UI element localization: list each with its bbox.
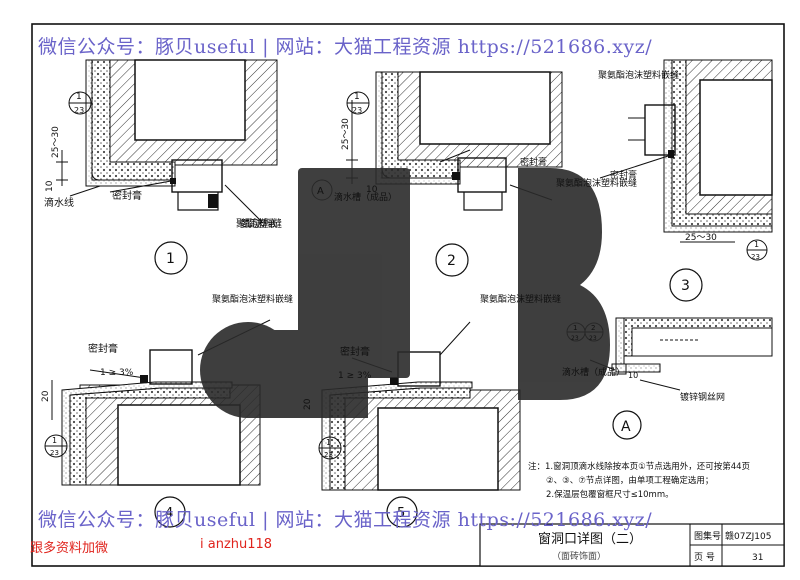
detail-2-groove: 滴水槽（成品） (334, 191, 397, 203)
detail-1-number: 1 (166, 251, 175, 267)
drawing-title: 窗洞口详图（二） (538, 531, 642, 547)
detail-2-foam-label: 聚氨酯泡沫塑料嵌缝 (556, 177, 637, 189)
detail-a-ref-left-bottom: 23 (571, 335, 579, 342)
jb-logo-watermark (200, 168, 610, 418)
detail-4 (44, 319, 271, 528)
detail-a-number: A (621, 419, 631, 435)
sheet-frame (31, 23, 785, 567)
detail-4-foam-label: 聚氨酯泡沫塑料嵌缝 (212, 293, 293, 305)
detail-4-sealant: 密封膏 (88, 342, 118, 355)
note-line-2: ②、③、⑦节点详图，由单项工程确定选用； (546, 475, 713, 486)
detail-a-groove: 滴水槽（成品） (562, 366, 625, 378)
detail-4-ref-top: 1 (52, 436, 57, 445)
atlas-label: 图集号 (694, 530, 721, 542)
watermark-bottom: 微信公众号：豚贝useful | 网站：大猫工程资源 https://52168… (38, 509, 653, 531)
detail-1-drip-line: 滴水线 (44, 196, 74, 209)
detail-1 (56, 59, 278, 275)
detail-1-ref-top: 1 (76, 92, 82, 102)
detail-3-sealant: 密封膏 (610, 169, 637, 181)
page-number: 31 (752, 553, 763, 563)
detail-5-foam-label: 聚氨酯泡沫塑料嵌缝 (480, 293, 561, 305)
detail-5-number: 5 (397, 506, 405, 521)
detail-5-ref-top: 1 (326, 438, 331, 447)
detail-2-dim-1: 25～30 (341, 118, 351, 150)
detail-4-slope: 1 ≥ 3% (100, 368, 134, 378)
detail-3-number: 3 (681, 278, 690, 294)
detail-a-ref-right-bottom: 23 (589, 335, 597, 342)
atlas-number: 赣07ZJ105 (725, 530, 771, 542)
detail-4-dim-1: 20 (41, 390, 51, 402)
note-line-1: 注：1.窗洞顶滴水线除按本页①节点选用外，还可按第44页 (528, 461, 750, 472)
detail-2 (311, 71, 563, 277)
detail-2-number: 2 (447, 253, 456, 269)
detail-a-ref-left-top: 1 (573, 324, 577, 332)
title-block (479, 523, 785, 567)
detail-1-dim-2: 10 (45, 180, 55, 192)
detail-2-ref-bottom: 23 (352, 106, 362, 115)
detail-4-ref-bottom: 23 (50, 449, 59, 457)
detail-3-ref-bottom: 23 (751, 253, 760, 261)
detail-5-ref-bottom: 23 (324, 451, 333, 459)
detail-5-dim-1: 20 (303, 398, 313, 410)
detail-a-dim-1: 10 (628, 371, 638, 380)
contact-right: i anzhu118 (200, 537, 273, 552)
detail-4-number: 4 (165, 506, 173, 521)
detail-1-dim-1: 25～30 (51, 126, 61, 158)
detail-3-ref-top: 1 (754, 240, 759, 249)
contact-left: 跟多资料加微 (30, 541, 109, 556)
watermark-top: 微信公众号：豚贝useful | 网站：大猫工程资源 https://52168… (38, 36, 653, 58)
detail-3 (599, 59, 773, 302)
note-line-3: 2.保温层包覆窗框尺寸≤10mm。 (546, 489, 674, 500)
drawing-subtitle: （面砖饰面） (552, 550, 606, 562)
detail-2-dim-2: 10 (366, 185, 378, 195)
detail-1-marker (154, 241, 188, 275)
detail-a-ref-right-top: 2 (591, 324, 595, 332)
detail-3-dim-1: 25～30 (685, 233, 717, 243)
detail-2-sealant: 密封膏 (520, 156, 547, 168)
detail-5 (318, 321, 521, 528)
page-label: 页 号 (694, 552, 715, 563)
detail-5-slope: 1 ≥ 3% (338, 371, 372, 381)
detail-1-foam-label: 聚氨酯泡沫塑料嵌缝 (236, 217, 282, 230)
detail-2-callout: A (317, 186, 324, 197)
detail-1-ref-bottom: 23 (74, 106, 84, 115)
detail-3-foam-label: 聚氨酯泡沫塑料嵌缝 (598, 69, 679, 81)
detail-5-sealant: 密封膏 (340, 345, 370, 358)
detail-2-ref-top: 1 (354, 92, 360, 102)
detail-a-mesh: 镀锌钢丝网 (680, 391, 725, 403)
detail-1-sealant: 密封膏 (112, 189, 142, 202)
